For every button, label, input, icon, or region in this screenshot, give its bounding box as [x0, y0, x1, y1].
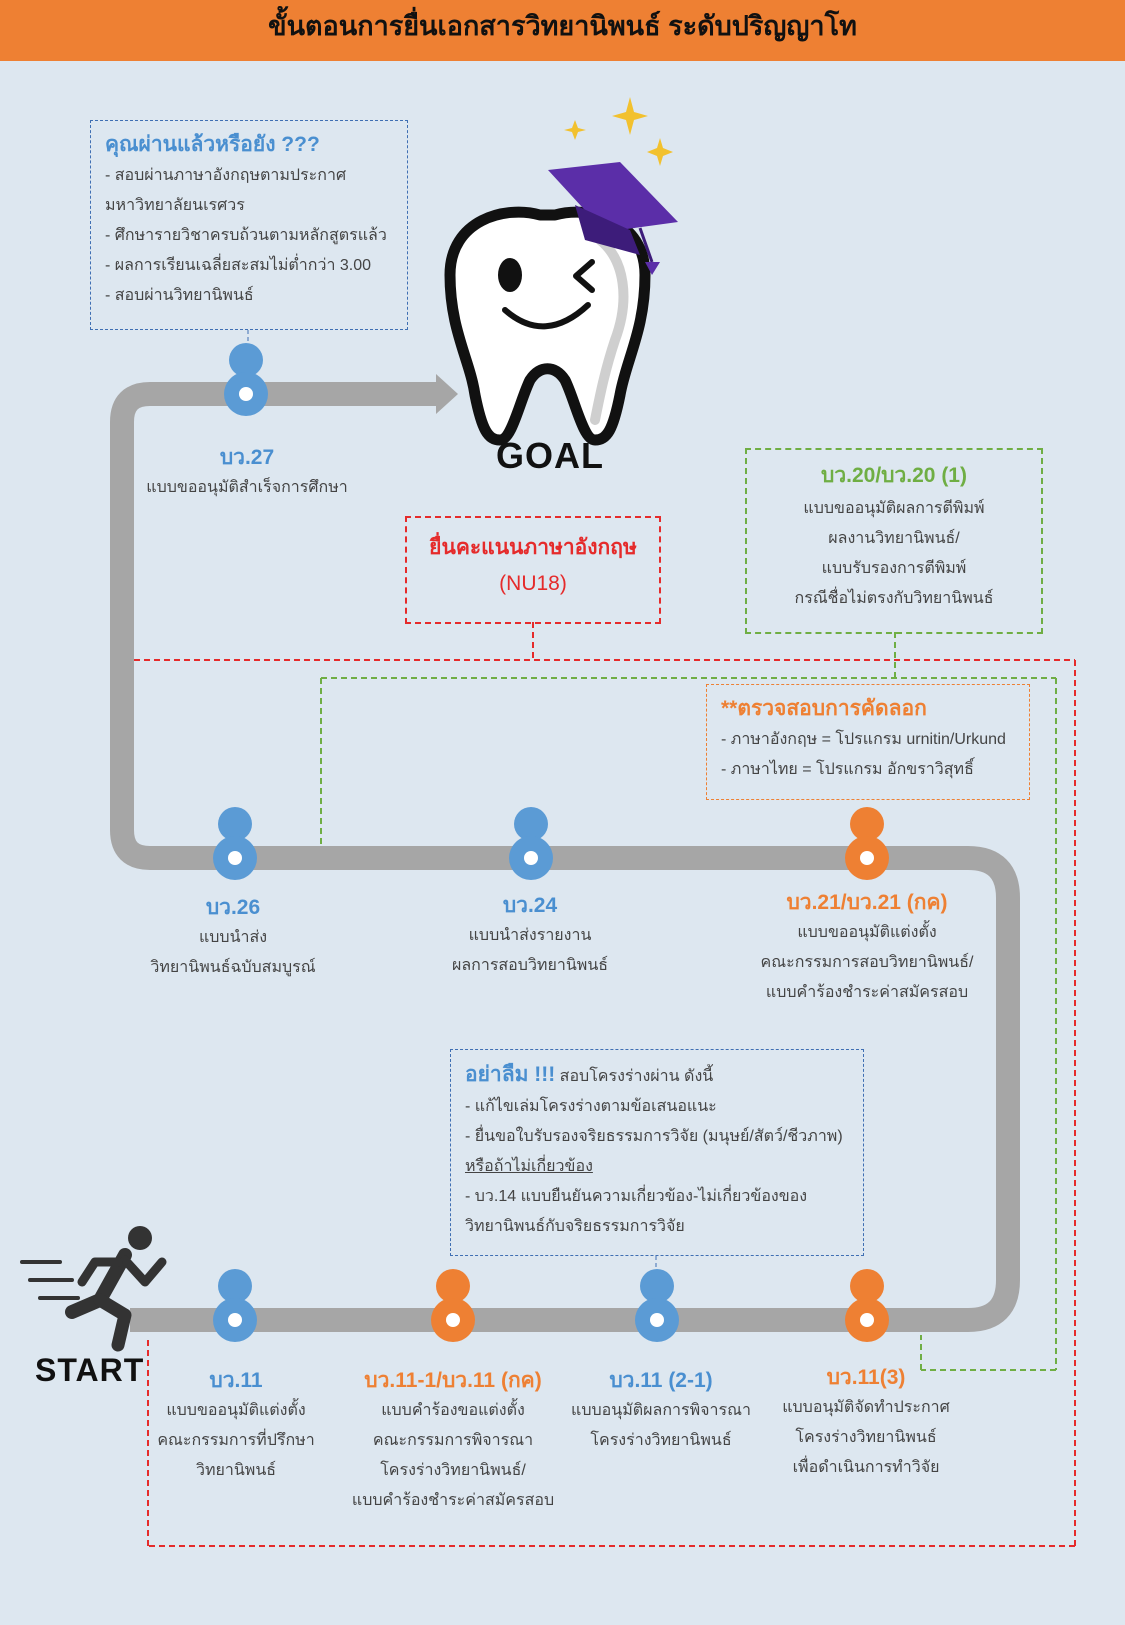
- step-desc: แบบนำส่งรายงาน: [468, 927, 592, 944]
- reminder-line: วิทยานิพนธ์กับจริยธรรมการวิจัย: [465, 1218, 685, 1235]
- step-code: บว.24: [502, 894, 558, 917]
- step-bw26: บว.26 แบบนำส่ง วิทยานิพนธ์ฉบับสมบูรณ์: [103, 893, 363, 983]
- graduation-cap-icon: [548, 162, 678, 275]
- step-bw11: บว.11 แบบขออนุมัติแต่งตั้ง คณะกรรมการที่…: [106, 1366, 366, 1486]
- publication-line: ผลงานวิทยานิพนธ์/: [828, 530, 960, 547]
- english-score-box: ยื่นคะแนนภาษาอังกฤษ (NU18): [405, 516, 661, 624]
- publication-line: แบบรับรองการตีพิมพ์: [821, 560, 967, 577]
- reminder-line: - ยื่นขอใบรับรองจริยธรรมการวิจัย (มนุษย์…: [465, 1128, 843, 1145]
- pin-bw11-3: [845, 1269, 889, 1342]
- pin-bw11-1: [431, 1269, 475, 1342]
- step-bw11-1: บว.11-1/บว.11 (กค) แบบคำร้องขอแต่งตั้ง ค…: [333, 1366, 573, 1516]
- tooth-mascot-icon: [444, 206, 651, 446]
- step-desc: แบบขออนุมัติแต่งตั้ง: [797, 924, 937, 941]
- reminder-header: อย่าลืม !!! สอบโครงร่างผ่าน ดังนี้: [465, 1060, 849, 1092]
- checklist-line: - ผลการเรียนเฉลี่ยสะสมไม่ต่ำกว่า 3.00: [105, 257, 372, 274]
- publication-line: กรณีชื่อไม่ตรงกับวิทยานิพนธ์: [794, 590, 994, 607]
- step-desc: แบบคำร้องชำระค่าสมัครสอบ: [765, 984, 969, 1001]
- step-desc: โครงร่างวิทยานิพนธ์/: [380, 1462, 526, 1479]
- step-code: บว.11 (2-1): [609, 1369, 713, 1392]
- step-desc: แบบอนุมัติผลการพิจารณา: [571, 1402, 751, 1419]
- step-code: บว.27: [219, 446, 275, 469]
- step-desc: แบบคำร้องขอแต่งตั้ง: [381, 1402, 525, 1419]
- pin-bw27: [224, 343, 268, 416]
- step-desc: เพื่อดำเนินการทำวิจัย: [792, 1459, 940, 1476]
- reminder-box: อย่าลืม !!! สอบโครงร่างผ่าน ดังนี้ - แก้…: [450, 1049, 864, 1256]
- step-bw21: บว.21/บว.21 (กค) แบบขออนุมัติแต่งตั้ง คณ…: [727, 888, 1007, 1008]
- checklist-line: มหาวิทยาลัยนเรศวร: [105, 197, 245, 214]
- step-desc: คณะกรรมการพิจารณา: [372, 1432, 534, 1449]
- step-code: บว.11(3): [826, 1366, 906, 1389]
- step-desc: แบบขออนุมัติสำเร็จการศึกษา: [146, 479, 348, 496]
- step-desc: แบบอนุมัติจัดทำประกาศ: [782, 1399, 950, 1416]
- step-code: บว.26: [205, 896, 261, 919]
- step-bw24: บว.24 แบบนำส่งรายงาน ผลการสอบวิทยานิพนธ์: [400, 891, 660, 981]
- green-connector: [320, 632, 1057, 1371]
- page-title-bar: ขั้นตอนการยื่นเอกสารวิทยานิพนธ์ ระดับปริ…: [0, 0, 1125, 61]
- step-desc: โครงร่างวิทยานิพนธ์: [795, 1429, 937, 1446]
- step-desc: ผลการสอบวิทยานิพนธ์: [451, 957, 609, 974]
- step-desc: แบบคำร้องชำระค่าสมัครสอบ: [351, 1492, 555, 1509]
- step-desc: แบบนำส่ง: [198, 929, 268, 946]
- step-bw27: บว.27 แบบขออนุมัติสำเร็จการศึกษา: [117, 443, 377, 503]
- step-desc: แบบขออนุมัติแต่งตั้ง: [166, 1402, 306, 1419]
- english-score-title: ยื่นคะแนนภาษาอังกฤษ: [429, 536, 637, 559]
- publication-box: บว.20/บว.20 (1) แบบขออนุมัติผลการตีพิมพ์…: [745, 448, 1043, 634]
- checklist-box: คุณผ่านแล้วหรือยัง ??? - สอบผ่านภาษาอังก…: [90, 120, 408, 330]
- reminder-line: - แก้ไขเล่มโครงร่างตามข้อเสนอแนะ: [465, 1098, 717, 1115]
- reminder-line: หรือถ้าไม่เกี่ยวข้อง: [465, 1158, 593, 1175]
- reminder-line: - บว.14 แบบยืนยันความเกี่ยวข้อง-ไม่เกี่ย…: [465, 1188, 808, 1205]
- pin-bw24: [509, 807, 553, 880]
- english-score-code: (NU18): [499, 572, 567, 595]
- checklist-line: - สอบผ่านวิทยานิพนธ์: [105, 287, 254, 304]
- publication-title: บว.20/บว.20 (1): [821, 464, 967, 487]
- page-title: ขั้นตอนการยื่นเอกสารวิทยานิพนธ์ ระดับปริ…: [268, 11, 857, 41]
- checklist-title: คุณผ่านแล้วหรือยัง ???: [105, 133, 320, 156]
- start-label: START: [35, 1352, 145, 1388]
- step-desc: วิทยานิพนธ์: [195, 1462, 277, 1479]
- step-desc: คณะกรรมการที่ปรึกษา: [157, 1432, 315, 1449]
- checklist-line: - สอบผ่านภาษาอังกฤษตามประกาศ: [105, 167, 347, 184]
- step-desc: วิทยานิพนธ์ฉบับสมบูรณ์: [150, 959, 316, 976]
- step-desc: คณะกรรมการสอบวิทยานิพนธ์/: [760, 954, 974, 971]
- goal-label: GOAL: [496, 435, 604, 476]
- reminder-subtitle: สอบโครงร่างผ่าน ดังนี้: [555, 1068, 714, 1085]
- plagiarism-line: - ภาษาอังกฤษ = โปรแกรม urnitin/Urkund: [721, 731, 1006, 748]
- step-code: บว.11-1/บว.11 (กค): [364, 1369, 542, 1392]
- pin-bw26: [213, 807, 257, 880]
- sparkle-icon: [564, 97, 673, 166]
- red-connector: [134, 622, 1076, 1547]
- publication-line: แบบขออนุมัติผลการตีพิมพ์: [803, 500, 985, 517]
- checklist-line: - ศึกษารายวิชาครบถ้วนตามหลักสูตรแล้ว: [105, 227, 387, 244]
- step-bw11-2-1: บว.11 (2-1) แบบอนุมัติผลการพิจารณา โครงร…: [566, 1366, 756, 1456]
- pin-bw11: [213, 1269, 257, 1342]
- step-code: บว.21/บว.21 (กค): [786, 891, 948, 914]
- reminder-title: อย่าลืม !!!: [465, 1063, 556, 1086]
- step-desc: โครงร่างวิทยานิพนธ์: [590, 1432, 732, 1449]
- plagiarism-line: - ภาษาไทย = โปรแกรม อักขราวิสุทธิ์: [721, 761, 974, 778]
- plagiarism-box: **ตรวจสอบการคัดลอก - ภาษาอังกฤษ = โปรแกร…: [706, 684, 1030, 800]
- step-bw11-3: บว.11(3) แบบอนุมัติจัดทำประกาศ โครงร่างว…: [766, 1363, 966, 1483]
- step-code: บว.11: [209, 1369, 263, 1392]
- running-man-icon: [20, 1226, 167, 1352]
- pin-bw21: [845, 807, 889, 880]
- pin-bw11-2-1: [635, 1269, 679, 1342]
- journey-path: [110, 382, 1020, 1332]
- plagiarism-title: **ตรวจสอบการคัดลอก: [721, 697, 927, 720]
- arrow-head-icon: [436, 374, 458, 414]
